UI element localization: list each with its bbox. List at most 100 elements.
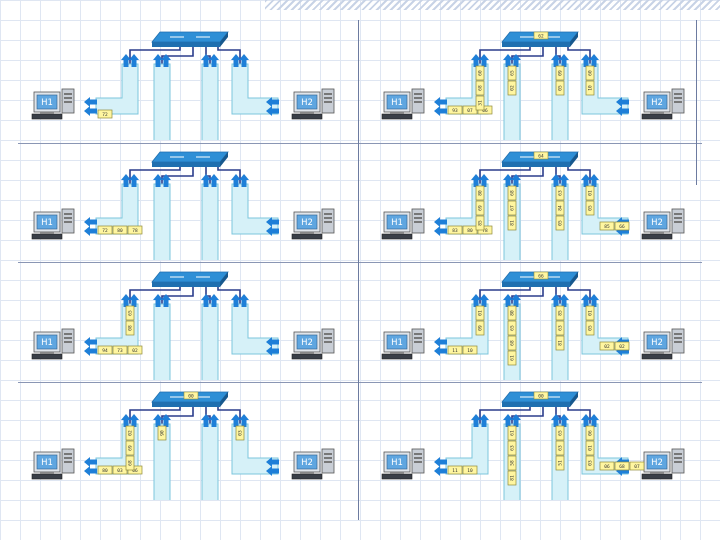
arrow-head	[161, 54, 171, 60]
tower-slot	[414, 97, 422, 99]
host-label: H2	[651, 98, 663, 108]
packet-box	[125, 305, 135, 321]
arrow-shaft	[241, 59, 247, 67]
packet: 03	[112, 465, 128, 475]
arrow-up-icon	[239, 294, 249, 307]
arrow-shaft	[621, 228, 629, 234]
packet: 61	[507, 425, 517, 441]
monitor-stand	[390, 472, 404, 474]
arrow-up-icon	[121, 414, 131, 427]
arrow-up-icon	[559, 294, 569, 307]
arrow-left-icon	[434, 337, 447, 347]
arrow-shaft	[163, 179, 169, 187]
queue-center-right	[201, 423, 219, 500]
arrow-head	[479, 414, 489, 420]
arrow-left-icon	[84, 457, 97, 467]
packet-box	[475, 320, 485, 336]
arrow-up-icon	[161, 294, 171, 307]
screen	[646, 214, 668, 230]
packet-label: 65	[558, 430, 564, 436]
arrow-head	[471, 414, 481, 420]
queues	[445, 63, 629, 140]
trunk-line	[479, 165, 531, 184]
switch-label: 00	[183, 391, 199, 400]
arrow-shaft	[473, 179, 479, 187]
switch-side	[570, 392, 578, 407]
arrow-shaft	[89, 99, 97, 105]
packet-label: 68	[478, 85, 484, 91]
arrow-up-icon	[479, 414, 489, 427]
arrow-head	[84, 97, 90, 107]
trunk-links	[129, 405, 241, 424]
queue-right-bent	[231, 63, 279, 115]
keyboard	[641, 233, 673, 240]
queue-left-bent	[445, 423, 489, 475]
arrow-left-icon	[84, 106, 97, 116]
arrow-shaft	[123, 419, 129, 427]
arrow-up-icon	[231, 54, 241, 67]
keyboard	[641, 473, 673, 480]
arrow-head	[503, 294, 513, 300]
monitor-stand	[300, 352, 314, 354]
packet-box	[127, 345, 143, 355]
packet: 31	[475, 95, 485, 111]
arrow-up-icon	[121, 294, 131, 307]
arrow-head	[581, 174, 591, 180]
arrow-head	[239, 294, 249, 300]
arrow-head	[551, 174, 561, 180]
packet-box	[127, 225, 143, 235]
tower-slot	[64, 97, 72, 99]
arrow-shaft	[89, 348, 97, 354]
arrow-head	[434, 106, 440, 116]
queue-center-left	[153, 63, 171, 140]
tower-slot	[324, 213, 332, 215]
arrow-up-icon	[589, 294, 599, 307]
divider-column	[358, 20, 359, 520]
arrow-up-icon	[551, 294, 561, 307]
screen	[386, 454, 408, 470]
arrow-up-icon	[589, 54, 599, 67]
packet: 78	[127, 225, 143, 235]
packet: 60	[475, 65, 485, 81]
arrow-shaft	[513, 419, 519, 427]
screen	[386, 334, 408, 350]
trunk-line	[567, 285, 591, 304]
arrow-head	[129, 414, 139, 420]
arrow-left-icon	[84, 346, 97, 356]
arrow-up-icon	[201, 294, 211, 307]
tower-slot	[64, 453, 72, 455]
packet: 83	[447, 225, 463, 235]
tower-slot	[414, 221, 422, 223]
arrow-shaft	[513, 59, 519, 67]
switch-top	[151, 151, 229, 163]
packet-label: 84	[558, 205, 564, 211]
switch-top	[151, 31, 229, 43]
arrow-shaft	[505, 59, 511, 67]
arrow-head	[231, 54, 241, 60]
packet-box	[614, 341, 630, 351]
packet-label: 01	[588, 190, 594, 196]
monitor-stand	[40, 232, 54, 234]
monitor-stand	[40, 352, 54, 354]
arrow-shaft	[553, 179, 559, 187]
packet-box	[599, 461, 615, 471]
packet: 06	[599, 461, 615, 471]
arrow-head	[153, 54, 163, 60]
arrow-shaft	[203, 59, 209, 67]
trunk-links	[129, 165, 241, 184]
tower-slot	[324, 101, 332, 103]
packet-label: 69	[478, 205, 484, 211]
host-label: H2	[651, 458, 663, 468]
packet-box	[507, 185, 517, 201]
computer-icon: H2	[641, 88, 685, 120]
packet: 81	[507, 215, 517, 231]
host-label: H1	[41, 98, 53, 108]
packet: 09	[475, 320, 485, 336]
packet: 02	[599, 341, 615, 351]
packet-label: 11	[452, 348, 458, 354]
packet: 02	[614, 341, 630, 351]
arrow-shaft	[473, 299, 479, 307]
arrow-up-icon	[551, 414, 561, 427]
